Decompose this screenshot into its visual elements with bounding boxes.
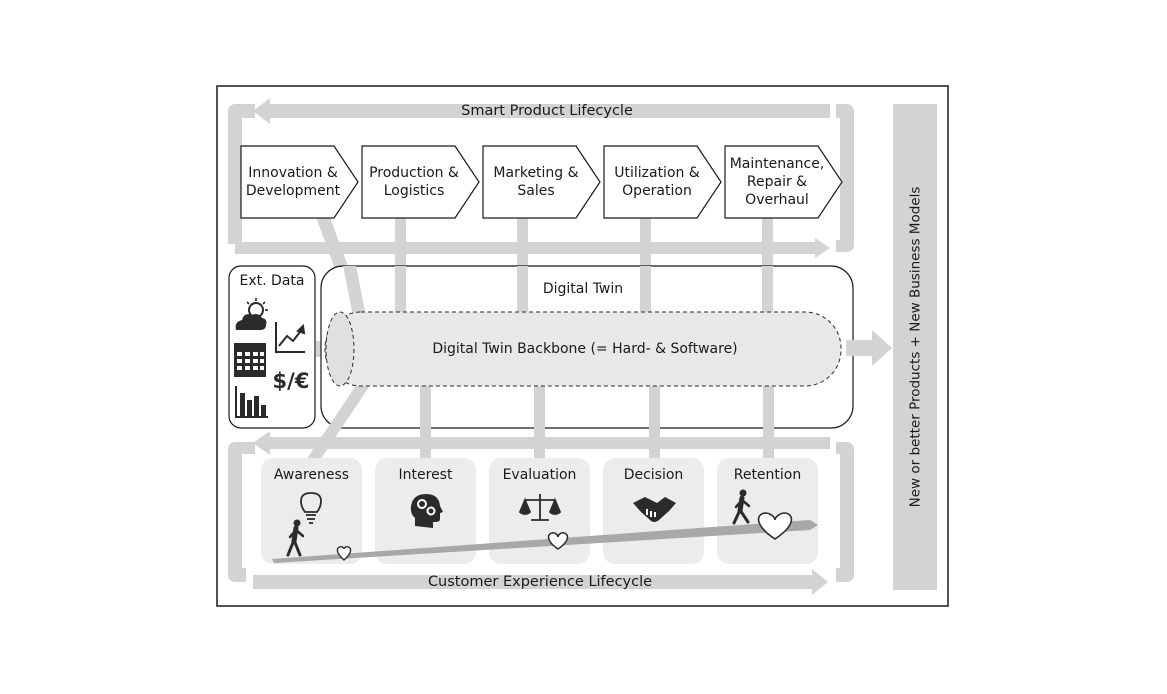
experience-bottom-arrowhead bbox=[812, 569, 828, 595]
walking-person-icon bbox=[286, 519, 305, 557]
heart-icon bbox=[336, 546, 352, 561]
thinking-head-icon bbox=[410, 494, 443, 528]
phase-shapes bbox=[240, 145, 843, 219]
phase-shape-utilization bbox=[603, 145, 722, 219]
weather-icon bbox=[235, 298, 268, 330]
walking-person-icon bbox=[732, 489, 751, 525]
experience-trend-line bbox=[272, 520, 818, 563]
stage-evaluation-label: Evaluation bbox=[502, 467, 577, 483]
output-label: New or better Products + New Business Mo… bbox=[907, 186, 924, 508]
experience-top-arrowhead bbox=[253, 431, 270, 455]
customer-experience-loop bbox=[228, 431, 854, 595]
output-arrow bbox=[846, 330, 892, 366]
digital-twin-backbone bbox=[324, 311, 842, 387]
calendar-icon bbox=[234, 343, 266, 377]
heart-icon bbox=[757, 512, 793, 540]
phase-innovation-label: Innovation & Development bbox=[245, 165, 341, 199]
phase-shape-production bbox=[361, 145, 480, 219]
currency-symbol: $/€ bbox=[272, 369, 310, 393]
stage-interest-label: Interest bbox=[398, 467, 453, 483]
bar-chart-icon bbox=[235, 386, 268, 418]
stage-decision-label: Decision bbox=[623, 467, 684, 483]
phase-utilization-label: Utilization & Operation bbox=[614, 165, 700, 199]
handshake-icon bbox=[633, 497, 676, 522]
stage-box-awareness bbox=[261, 458, 362, 564]
digital-twin-backbone-label: Digital Twin Backbone (= Hard- & Softwar… bbox=[432, 341, 738, 357]
phase-maintenance-label: Maintenance, Repair & Overhaul bbox=[729, 156, 825, 208]
trend-chart-icon bbox=[275, 322, 306, 353]
ext-data-title: Ext. Data bbox=[239, 273, 305, 289]
heart-icon bbox=[547, 532, 569, 550]
lifecycle-bottom-arrowhead bbox=[815, 238, 830, 258]
output-label-container: New or better Products + New Business Mo… bbox=[893, 104, 937, 590]
stage-awareness-label: Awareness bbox=[273, 467, 350, 483]
lightbulb-icon bbox=[300, 492, 322, 524]
stage-retention-label: Retention bbox=[733, 467, 802, 483]
output-bar bbox=[893, 104, 937, 590]
phase-marketing-label: Marketing & Sales bbox=[493, 165, 579, 199]
phase-shape-maintenance bbox=[724, 145, 843, 219]
phase-shape-innovation bbox=[240, 145, 359, 219]
phase-production-label: Production & Logistics bbox=[369, 165, 459, 199]
customer-experience-lifecycle-title: Customer Experience Lifecycle bbox=[427, 574, 653, 590]
phase-shape-marketing bbox=[482, 145, 601, 219]
digital-twin-title: Digital Twin bbox=[542, 281, 624, 297]
stage-box-retention bbox=[717, 458, 818, 564]
lifecycle-top-arrowhead bbox=[253, 98, 270, 124]
scales-icon bbox=[518, 494, 562, 521]
smart-product-lifecycle-title: Smart Product Lifecycle bbox=[461, 103, 633, 119]
